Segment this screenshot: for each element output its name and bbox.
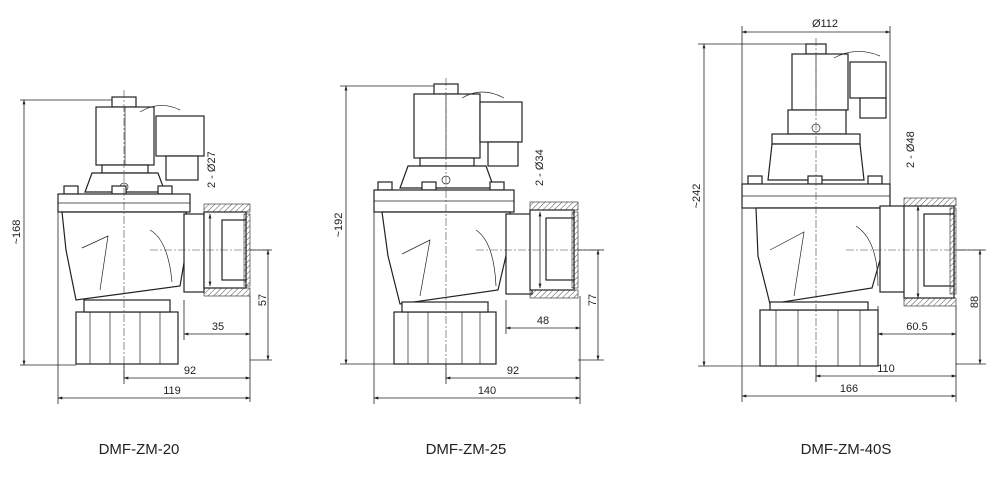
valve-drawing-dmf-zm-20: ~168 2 - Ø27 57 35 92 119 DMF-ZM-20 (11, 90, 272, 458)
valve-drawing-dmf-zm-40s: Ø112 ~242 2 - Ø48 88 60.5 110 166 DMF-ZM… (691, 18, 986, 458)
valve-body (61, 211, 191, 301)
dim-inlet-center-label: 110 (877, 363, 895, 375)
dim-height-label: ~242 (691, 184, 703, 209)
dim-port-label: 2 - Ø27 (206, 151, 218, 188)
dim-outlet-height-label: 88 (969, 296, 981, 308)
dim-top-diameter-label: Ø112 (812, 18, 838, 30)
dim-offset-label: 60.5 (906, 321, 927, 333)
solenoid-coil (413, 83, 523, 167)
inlet-connector (75, 299, 179, 365)
outlet-fitting (879, 197, 957, 307)
dim-height-label: ~192 (333, 213, 345, 238)
solenoid-coil (95, 96, 205, 181)
dim-inlet-center-label: 92 (507, 365, 519, 377)
dimension-lines (698, 26, 986, 402)
valve-drawing-dmf-zm-25: ~192 2 - Ø34 77 48 92 140 DMF-ZM-25 (333, 78, 604, 458)
dim-width-label: 140 (478, 385, 496, 397)
dim-offset-label: 35 (212, 321, 224, 333)
model-caption: DMF-ZM-25 (426, 441, 507, 458)
dim-outlet-height-label: 57 (257, 294, 269, 306)
inlet-connector (393, 301, 497, 365)
inlet-connector (759, 301, 879, 367)
dim-offset-label: 48 (537, 315, 549, 327)
dim-height-label: ~168 (11, 220, 23, 245)
dim-outlet-height-label: 77 (587, 294, 599, 306)
model-caption: DMF-ZM-20 (99, 441, 180, 458)
valve-body (755, 207, 889, 305)
dim-width-label: 119 (163, 385, 181, 397)
dim-port-label: 2 - Ø48 (905, 131, 917, 168)
solenoid-coil (791, 43, 887, 119)
dimension-lines (20, 99, 272, 404)
model-caption: DMF-ZM-40S (801, 441, 892, 458)
dim-width-label: 166 (840, 383, 858, 395)
dim-port-label: 2 - Ø34 (534, 149, 546, 186)
dim-inlet-center-label: 92 (184, 365, 196, 377)
valve-body (381, 211, 513, 305)
dimension-lines (340, 85, 604, 404)
